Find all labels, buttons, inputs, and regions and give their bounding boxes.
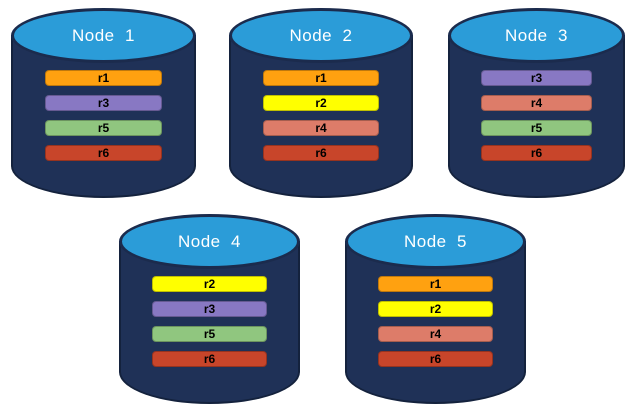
replica-bar: r1 [263,70,379,86]
cylinder-top: Node 1 [11,8,196,63]
cylinder-top: Node 4 [119,214,300,269]
replica-label: r4 [530,96,543,110]
replica-label: r1 [315,71,327,85]
replica-label: r6 [530,146,543,160]
replica-bar: r5 [152,326,267,342]
replica-bar: r2 [263,95,379,111]
replica-label: r6 [315,146,327,160]
node-cylinder-2: Node 2 r1 r2 r4 r6 [229,8,413,198]
node-cylinder-4: Node 4 r2 r3 r5 r6 [119,214,300,404]
replica-bar: r6 [378,351,493,367]
replica-label: r6 [97,146,110,160]
replica-label: r4 [429,327,442,341]
replica-label: r3 [530,71,543,85]
replica-label: r1 [429,277,442,291]
cylinder-top: Node 3 [448,8,625,63]
replica-bar: r6 [45,145,162,161]
replica-bar: r2 [378,301,493,317]
replica-bar: r4 [263,120,379,136]
replica-label: r3 [97,96,110,110]
node-cylinder-3: Node 3 r3 r4 r5 r6 [448,8,625,198]
replica-bar: r1 [45,70,162,86]
replica-label: r1 [97,71,110,85]
node-title: Node 2 [289,25,353,45]
replica-label: r5 [530,121,543,135]
replica-label: r6 [203,352,216,366]
replica-bar: r6 [480,145,593,161]
replica-label: r6 [429,352,442,366]
replica-bar: r1 [378,276,493,292]
replica-label: r5 [97,121,110,135]
replica-bar: r5 [480,120,593,136]
replica-label: r2 [203,277,216,291]
node-title: Node 1 [71,25,136,45]
node-title: Node 5 [403,231,468,251]
node-cylinder-1: Node 1 r1 r3 r5 r6 [11,8,196,198]
replica-bar-list: r1 r2 r4 r6 [345,276,526,367]
replica-bar: r4 [480,95,593,111]
replica-bar-list: r1 r3 r5 r6 [11,70,196,161]
replica-label: r2 [315,96,327,110]
node-title: Node 4 [177,231,242,251]
replica-bar-list: r3 r4 r5 r6 [448,70,625,161]
replica-bar: r2 [152,276,267,292]
replica-bar: r6 [152,351,267,367]
replica-bar: r4 [378,326,493,342]
cylinder-top: Node 2 [229,8,413,63]
replica-bar-list: r1 r2 r4 r6 [229,70,413,161]
cylinder-top: Node 5 [345,214,526,269]
node-title: Node 3 [504,25,569,45]
replica-label: r2 [429,302,442,316]
replica-label: r5 [203,327,216,341]
replica-bar: r5 [45,120,162,136]
replica-bar: r3 [480,70,593,86]
replica-bar: r3 [152,301,267,317]
replica-label: r4 [315,121,327,135]
replica-bar-list: r2 r3 r5 r6 [119,276,300,367]
replica-bar: r3 [45,95,162,111]
replica-bar: r6 [263,145,379,161]
replica-label: r3 [203,302,216,316]
node-cylinder-5: Node 5 r1 r2 r4 r6 [345,214,526,404]
